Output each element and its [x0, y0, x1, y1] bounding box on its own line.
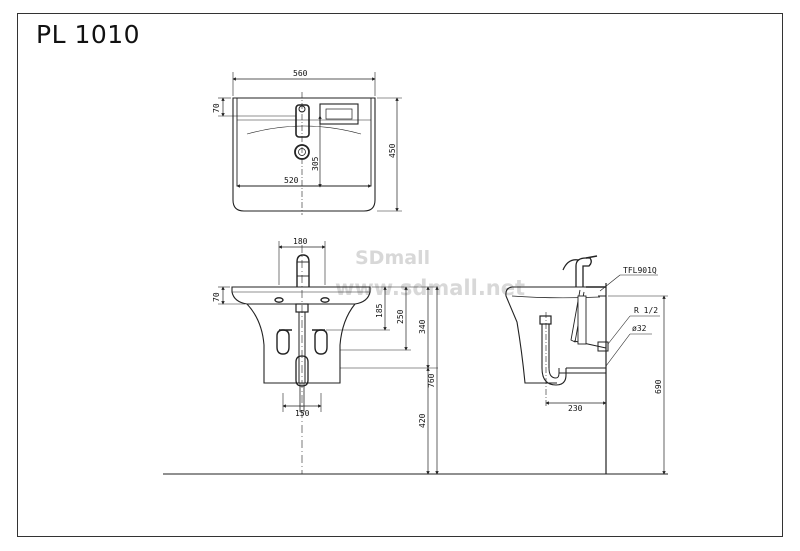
watermark: SDmall www.sdmall.net [335, 247, 525, 300]
dim-inner-width: 520 [284, 176, 299, 185]
dim-floor-to-trap: 420 [418, 413, 427, 428]
drawing-frame [17, 13, 783, 537]
faucet-model-label: TFL901Q [623, 266, 657, 275]
side-view [505, 255, 668, 475]
thread-label: R 1/2 [634, 306, 658, 315]
pipe-diameter-label: ø32 [632, 324, 647, 333]
side-view-trap [541, 367, 567, 386]
side-view-basin [505, 286, 606, 384]
dim-tap-to-waste: 305 [311, 156, 320, 171]
side-view-labels: TFL901Q R 1/2 ø32 230 690 [568, 266, 663, 413]
dim-back-offset: 70 [212, 103, 221, 113]
dim-back-height: 70 [212, 292, 221, 302]
front-view-faucet [296, 254, 310, 287]
dim-projection: 230 [568, 404, 583, 413]
front-view-labels: 180 70 185 250 340 760 420 150 [212, 237, 436, 428]
top-view-outline [232, 97, 376, 212]
top-view [218, 72, 402, 215]
top-view-labels: 560 450 70 305 520 [212, 69, 397, 185]
dim-340: 340 [418, 319, 427, 334]
front-view-trap [295, 355, 309, 387]
dim-185: 185 [375, 303, 384, 318]
watermark-line2: www.sdmall.net [335, 276, 525, 300]
front-view-pedestal [246, 303, 356, 384]
dim-250: 250 [396, 309, 405, 324]
front-view [163, 241, 668, 475]
dim-rim-height: 690 [654, 379, 663, 394]
front-view-left-valve [276, 329, 290, 355]
dim-width: 560 [293, 69, 308, 78]
model-title: PL 1010 [36, 20, 141, 49]
dim-overall-height: 760 [427, 373, 436, 388]
dim-depth: 450 [388, 143, 397, 158]
watermark-line1: SDmall [355, 247, 430, 269]
dim-trap-width: 150 [295, 409, 310, 418]
front-view-right-valve [314, 329, 328, 355]
dim-tap-spacing: 180 [293, 237, 308, 246]
top-view-control-box [319, 103, 359, 125]
side-view-faucet [575, 257, 592, 287]
top-view-faucet [295, 104, 310, 138]
